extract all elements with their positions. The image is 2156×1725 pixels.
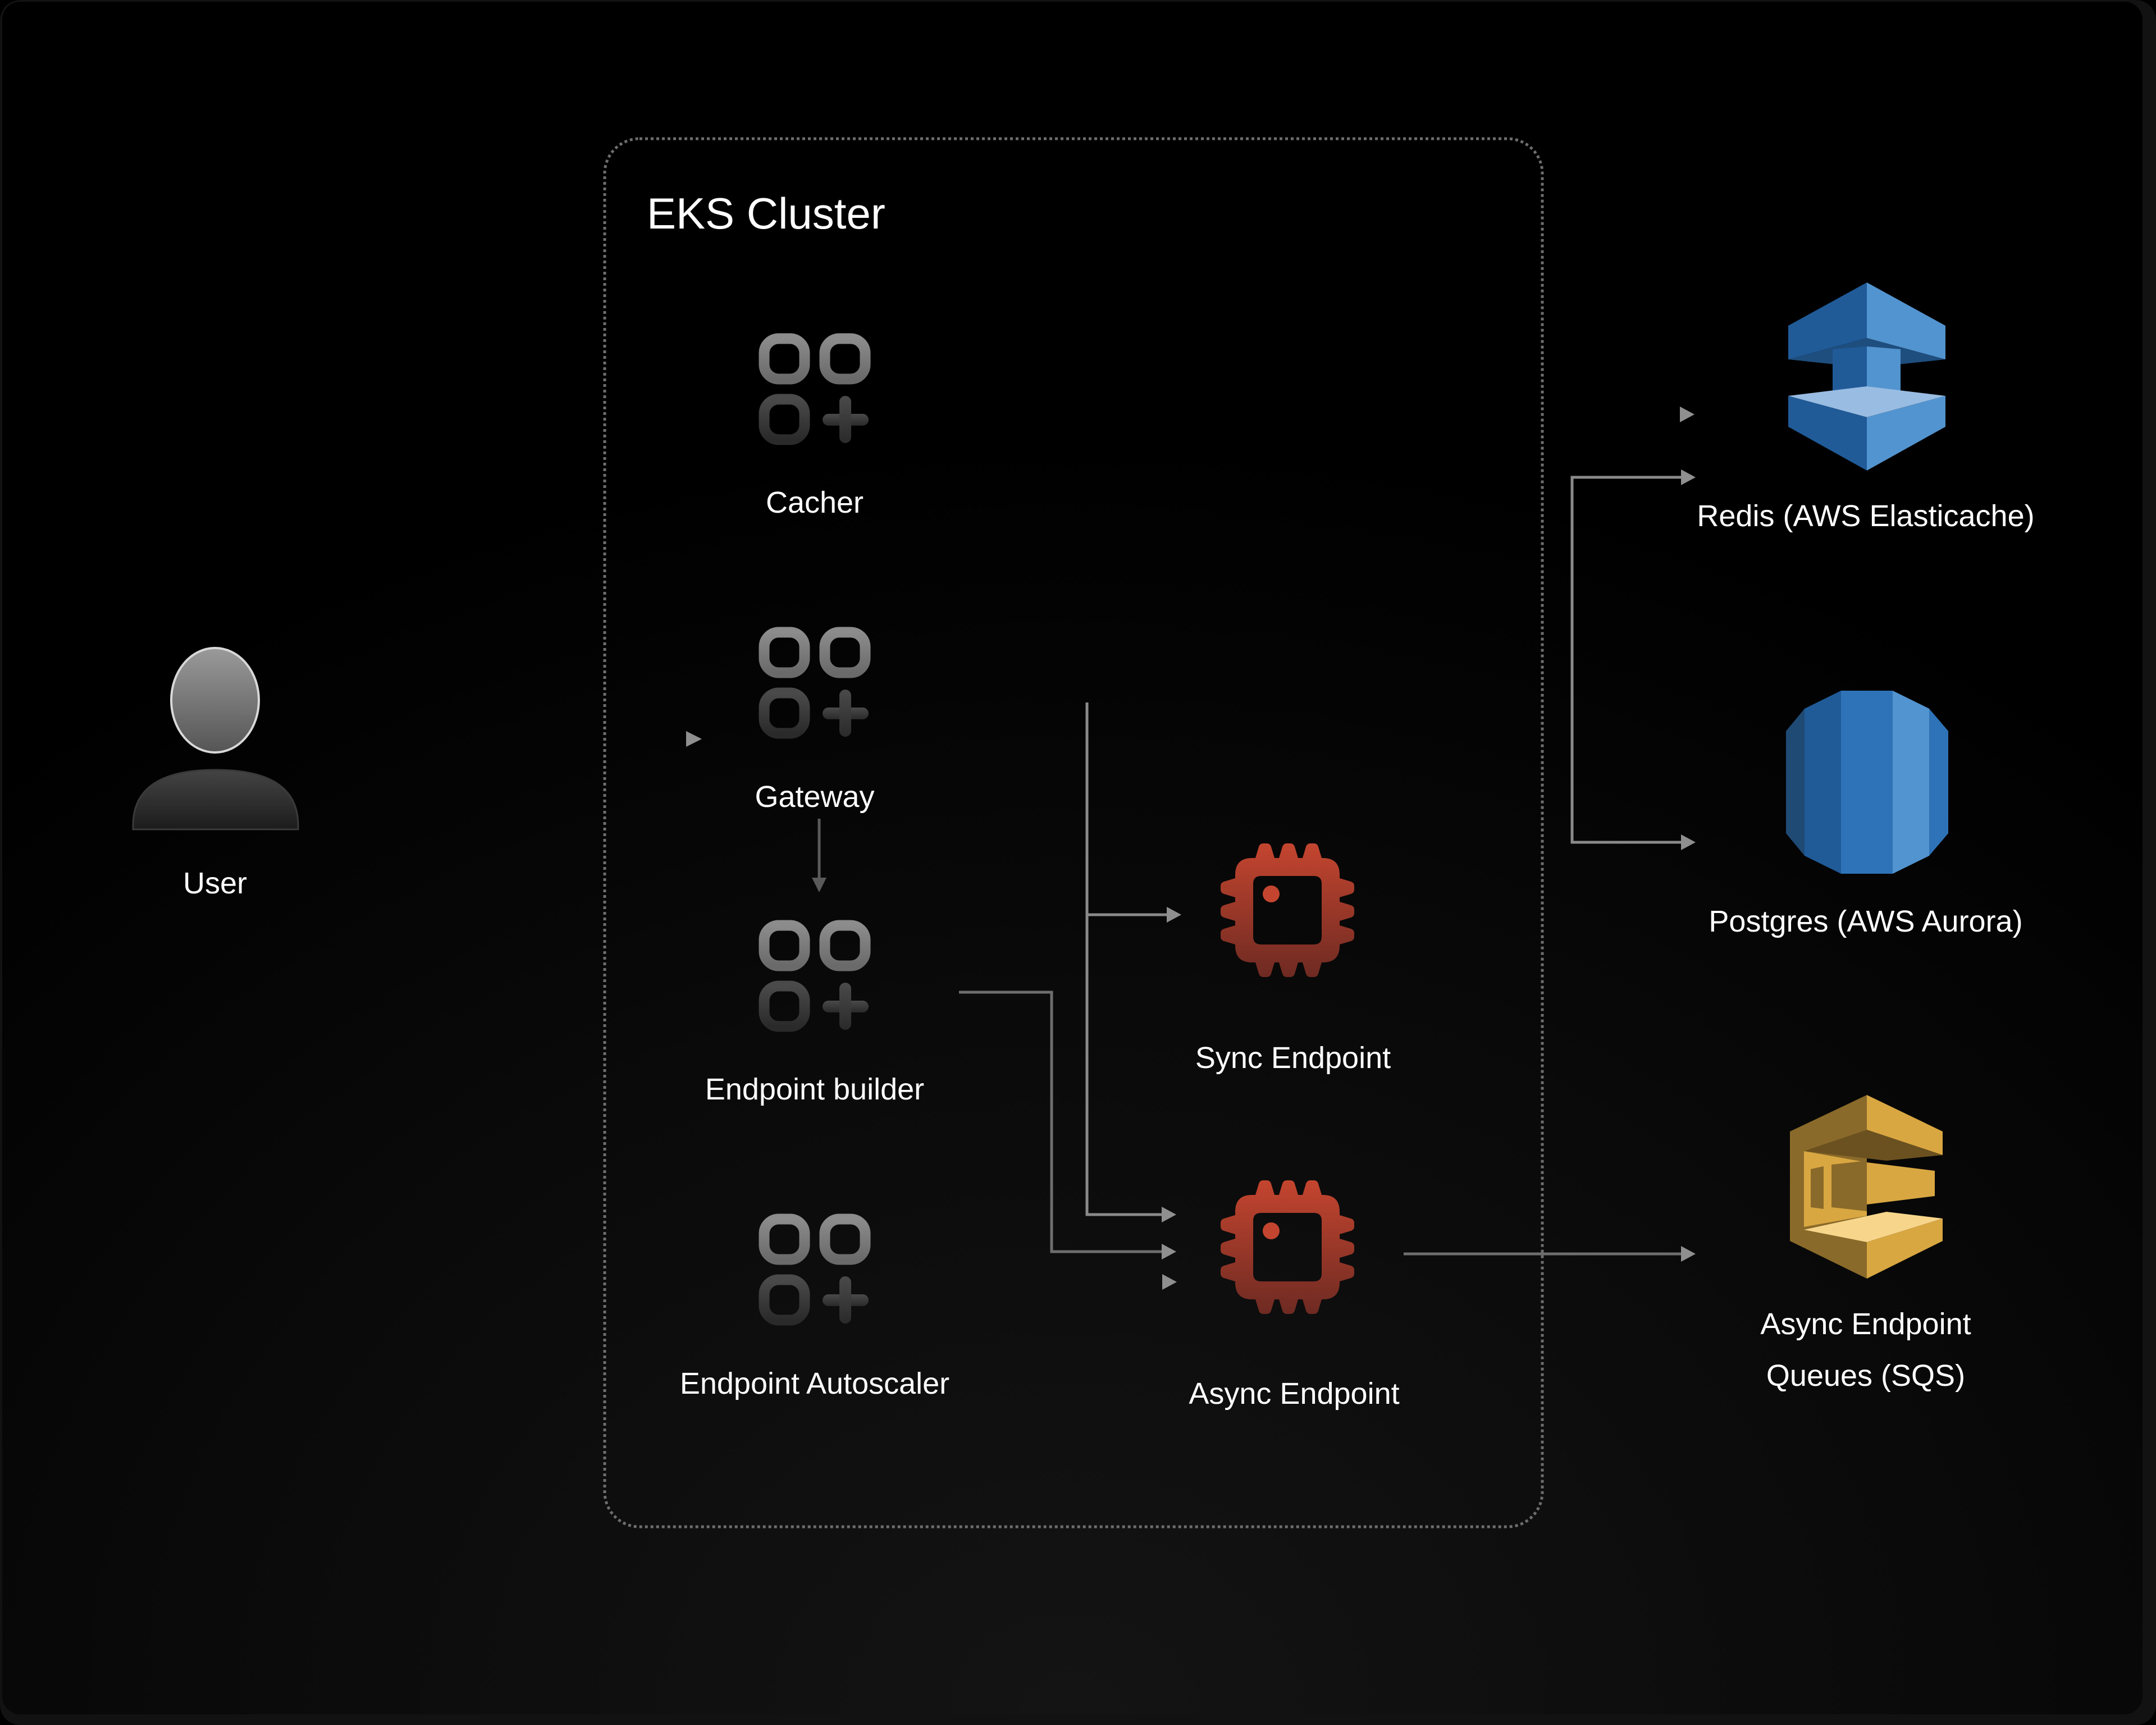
postgres-label: Postgres (AWS Aurora): [1709, 905, 2022, 938]
eks-cluster-title: EKS Cluster: [647, 189, 885, 238]
node-sqs[interactable]: Async Endpoint Queues (SQS): [1760, 1095, 1971, 1393]
node-sync-endpoint[interactable]: Sync Endpoint: [1195, 843, 1391, 1075]
node-cacher[interactable]: Cacher: [764, 339, 869, 519]
node-user[interactable]: User: [132, 647, 299, 900]
edge-gateway-endpoints: [1085, 702, 1181, 1222]
endpoint-builder-label: Endpoint builder: [705, 1073, 924, 1106]
node-gateway[interactable]: Gateway: [755, 632, 875, 814]
sqs-label-line1: Async Endpoint: [1760, 1307, 1971, 1341]
edge-gateway-trunk: [959, 469, 1696, 850]
edge-autoscaler-async: [957, 1274, 1177, 1290]
redis-label: Redis (AWS Elasticache): [1697, 499, 2034, 533]
aws-elasticache-icon: [1788, 282, 1945, 471]
edge-builder-async: [959, 991, 1176, 1259]
edge-cacher-redis: [959, 407, 1694, 422]
sync-endpoint-label: Sync Endpoint: [1195, 1041, 1391, 1075]
sqs-label-line2: Queues (SQS): [1766, 1359, 1965, 1393]
cacher-label: Cacher: [766, 486, 864, 519]
node-endpoint-autoscaler[interactable]: Endpoint Autoscaler: [680, 1219, 949, 1400]
node-postgres[interactable]: Postgres (AWS Aurora): [1709, 691, 2023, 938]
aws-aurora-icon: [1786, 691, 1948, 874]
async-endpoint-label: Async Endpoint: [1189, 1377, 1399, 1411]
aws-sqs-icon: [1790, 1095, 1943, 1279]
edge-user-gateway: [359, 731, 702, 747]
user-icon: [132, 647, 299, 830]
user-label: User: [183, 866, 247, 900]
node-async-endpoint[interactable]: Async Endpoint: [1189, 1180, 1400, 1411]
edge-gateway-builder: [812, 819, 826, 892]
edge-async-sqs: [1404, 1246, 1696, 1262]
node-endpoint-builder[interactable]: Endpoint builder: [705, 925, 924, 1106]
eks-cluster-boundary: [603, 137, 1544, 1528]
node-redis[interactable]: Redis (AWS Elasticache): [1697, 282, 2035, 533]
endpoint-autoscaler-label: Endpoint Autoscaler: [680, 1367, 949, 1400]
gateway-label: Gateway: [755, 780, 874, 814]
connectors: [359, 407, 1696, 1290]
